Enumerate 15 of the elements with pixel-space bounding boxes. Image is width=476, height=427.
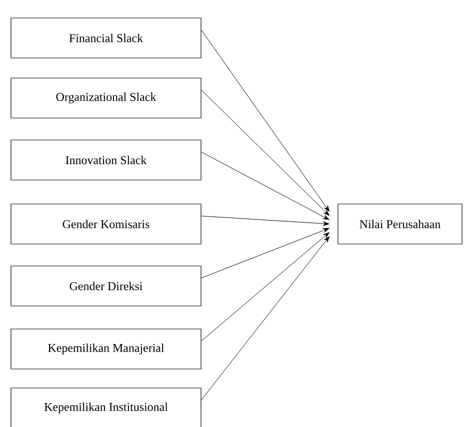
variable-box: Gender Direksi: [10, 266, 202, 306]
outcome-box: Nilai Perusahaan: [338, 204, 462, 244]
arrow: [201, 152, 330, 220]
variable-box: Kepemilikan Institusional: [10, 388, 202, 427]
variable-box: Kepemilikan Manajerial: [10, 328, 202, 370]
variable-box: Organizational Slack: [10, 78, 202, 118]
variable-box: Financial Slack: [10, 18, 202, 58]
arrow: [201, 236, 330, 400]
arrow: [201, 30, 330, 212]
arrow: [201, 90, 330, 216]
variable-box: Gender Komisaris: [10, 204, 202, 244]
arrow: [201, 216, 330, 226]
arrow: [201, 228, 330, 278]
variable-box: Innovation Slack: [10, 140, 202, 180]
arrow: [201, 232, 330, 342]
